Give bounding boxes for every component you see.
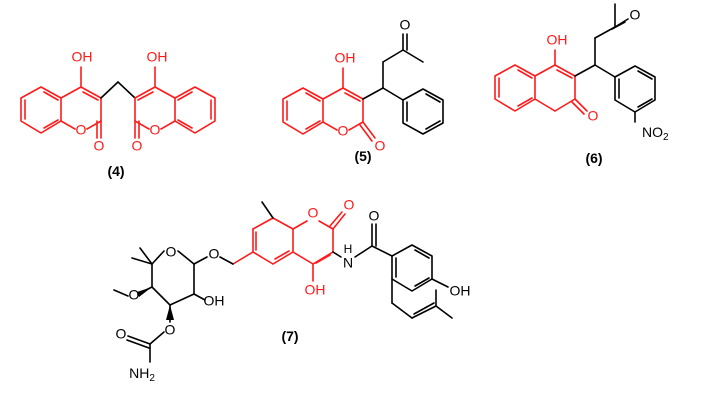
compound-7-amine-label: NH2	[129, 365, 155, 384]
compound-5-caption: (5)	[354, 148, 371, 164]
compound-5-pyranone	[322, 67, 376, 142]
compound-7-carbamate-wedge	[166, 305, 174, 320]
compound-7-coumarin	[232, 211, 346, 282]
compound-4-left-benzene	[20, 86, 62, 134]
compound-7: O O OH O N H O	[113, 197, 471, 384]
compound-4-carbonyl-oxygen-left: O	[94, 138, 105, 154]
compound-7-phenol-hydroxyl: OH	[450, 283, 471, 299]
compound-6-side-chain	[574, 3, 629, 78]
compound-4-methylene-bridge	[100, 81, 136, 99]
compound-7-carbamate-carbonyl-oxygen: O	[116, 326, 127, 342]
compound-4-right-pyranone	[134, 66, 176, 139]
compound-6-carbocycle	[534, 49, 588, 115]
compound-4-hydroxyl-left: OH	[72, 49, 93, 65]
compound-7-hydroxyphenyl	[391, 244, 453, 319]
compound-4-left-pyranone	[60, 66, 102, 139]
compound-4-ring-oxygen-right: O	[150, 122, 161, 138]
compound-7-methoxy-oxygen: O	[129, 287, 140, 303]
compound-5-hydroxyl: OH	[335, 50, 356, 66]
compound-7-sugar-ring-oxygen: O	[166, 244, 177, 260]
compound-6-nitrophenyl	[614, 65, 656, 123]
compound-7-glycoside-link	[193, 256, 234, 265]
compound-4-hydroxyl-right: OH	[147, 49, 168, 65]
compound-7-carbamate-ester-oxygen: O	[165, 322, 176, 338]
compound-7-amide-nitrogen: N	[343, 255, 353, 271]
compound-5-carbonyl-oxygen: O	[375, 138, 386, 154]
compound-7-caption: (7)	[281, 328, 298, 344]
compound-7-aryl-methyl	[261, 201, 274, 219]
compound-6-carbonyl-oxygen: O	[588, 108, 599, 124]
compound-6-nitro-label: NO2	[642, 124, 669, 143]
compound-7-methoxy-wedge	[137, 287, 152, 297]
compound-5-ketone-oxygen: O	[400, 17, 411, 33]
compound-4: O O OH O O OH (4)	[20, 49, 216, 179]
compound-6: O OH O NO2 (6)	[494, 3, 669, 166]
compound-6-ketone-oxygen: O	[630, 7, 641, 23]
compound-4-ring-oxygen-left: O	[76, 122, 87, 138]
compound-4-right-benzene	[174, 86, 216, 134]
compound-7-carbamate	[126, 304, 171, 363]
compound-5-benzene	[282, 87, 324, 135]
compound-6-hydroxyl: OH	[547, 32, 568, 48]
compound-5-ring-oxygen: O	[338, 123, 349, 139]
compound-5-phenyl	[402, 88, 444, 135]
compound-6-caption: (6)	[585, 150, 602, 166]
compound-7-coumarin-hydroxyl: OH	[305, 282, 326, 298]
compound-7-glycoside-oxygen: O	[209, 246, 220, 262]
compound-7-ring-oxygen: O	[308, 205, 319, 221]
compound-6-benzene	[494, 64, 536, 112]
compound-7-amide-oxygen: O	[369, 208, 380, 224]
compound-4-carbonyl-oxygen-right: O	[132, 138, 143, 154]
compound-5-side-chain	[362, 33, 424, 101]
compound-7-amide	[332, 223, 393, 258]
compound-5: O O OH O (5)	[282, 17, 444, 164]
compound-7-sugar-hydroxyl: OH	[204, 293, 225, 309]
compound-7-lactone-carbonyl: O	[344, 197, 355, 213]
compound-7-amide-hydrogen: H	[344, 242, 353, 256]
compound-4-caption: (4)	[107, 163, 124, 179]
